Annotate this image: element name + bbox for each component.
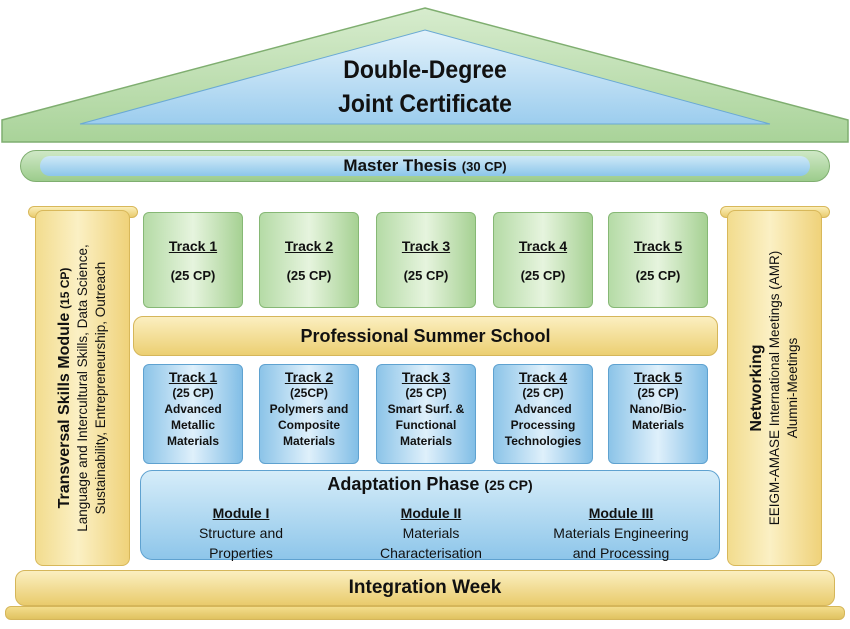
module-title: Module III [588, 505, 654, 521]
upper-track-column: Track 4 (25 CP) [493, 212, 593, 308]
networking-line1: EEIGM-AMASE International Meetings (AMR) [766, 250, 782, 526]
module-block: Module I Structure and Properties [151, 503, 331, 563]
lower-track-column: Track 2 (25CP) Polymers and Composite Ma… [259, 364, 359, 464]
track-title: Track 5 [633, 369, 683, 385]
module-desc: Characterisation [380, 545, 482, 561]
track-title: Track 2 [284, 369, 334, 385]
adaptation-phase: Adaptation Phase (25 CP) Module I Struct… [140, 470, 720, 563]
track-title: Track 5 [633, 237, 683, 254]
track-cp: (25CP) [289, 386, 328, 400]
track-desc: Smart Surf. & [387, 402, 465, 416]
networking-pillar: Networking EEIGM-AMASE International Mee… [727, 210, 822, 566]
track-desc: Nano/Bio- [629, 402, 687, 416]
module-title: Module II [400, 505, 462, 521]
networking-title: Networking [747, 344, 765, 432]
track-desc: Metallic [170, 418, 215, 432]
module-desc: Materials [402, 525, 460, 541]
track-title: Track 1 [168, 237, 218, 254]
module-desc: and Processing [572, 545, 670, 561]
professional-summer-school: Professional Summer School [133, 316, 718, 356]
roof-pediment [1, 7, 849, 143]
track-desc: Technologies [504, 434, 582, 448]
track-desc: Advanced [164, 402, 222, 416]
track-desc: Polymers and [269, 402, 349, 416]
track-desc: Advanced [514, 402, 572, 416]
module-block: Module II Materials Characterisation [341, 503, 521, 563]
track-cp: (25 CP) [405, 386, 447, 400]
track-cp: (25 CP) [520, 267, 566, 283]
track-title: Track 1 [168, 369, 218, 385]
upper-track-column: Track 2 (25 CP) [259, 212, 359, 308]
integration-week: Integration Week [15, 570, 835, 606]
track-cp: (25 CP) [637, 386, 679, 400]
track-desc: Composite [277, 418, 340, 432]
track-title: Track 3 [401, 237, 451, 254]
track-cp: (25 CP) [403, 267, 449, 283]
adaptation-title: Adaptation Phase [327, 474, 480, 494]
lower-track-column: Track 3 (25 CP) Smart Surf. & Functional… [376, 364, 476, 464]
transversal-skills-cp: (15 CP) [57, 267, 72, 309]
module-desc: Structure and [198, 525, 284, 541]
track-cp: (25 CP) [635, 267, 681, 283]
track-title: Track 3 [401, 369, 451, 385]
foundation-step [5, 606, 845, 620]
upper-track-column: Track 1 (25 CP) [143, 212, 243, 308]
track-title: Track 2 [284, 237, 334, 254]
track-cp: (25 CP) [286, 267, 332, 283]
master-thesis-label: Master Thesis [343, 156, 457, 175]
track-desc: Materials [166, 434, 220, 448]
module-block: Module III Materials Engineering and Pro… [531, 503, 711, 563]
track-desc: Materials [631, 418, 685, 432]
transversal-skills-line2: Sustainability, Entrepreneurship, Outrea… [92, 261, 108, 515]
module-desc: Materials Engineering [553, 525, 689, 541]
upper-track-column: Track 3 (25 CP) [376, 212, 476, 308]
lower-track-column: Track 1 (25 CP) Advanced Metallic Materi… [143, 364, 243, 464]
transversal-skills-title: Transversal Skills Module [55, 312, 73, 509]
track-title: Track 4 [518, 369, 568, 385]
module-title: Module I [212, 505, 270, 521]
adaptation-cp: (25 CP) [484, 477, 533, 493]
master-thesis-cp: (30 CP) [461, 158, 507, 174]
track-desc: Materials [282, 434, 336, 448]
track-title: Track 4 [518, 237, 568, 254]
networking-line2: Alumni-Meetings [784, 337, 800, 439]
roof-title-line2: Joint Certificate [338, 90, 512, 118]
track-cp: (25 CP) [172, 386, 214, 400]
master-thesis: Master Thesis (30 CP) [40, 156, 810, 176]
track-cp: (25 CP) [170, 267, 216, 283]
lower-track-column: Track 5 (25 CP) Nano/Bio- Materials [608, 364, 708, 464]
transversal-skills-line1: Language and Intercultural Skills, Data … [74, 244, 90, 532]
module-desc: Properties [209, 545, 273, 561]
track-desc: Functional [395, 418, 457, 432]
integration-week-label: Integration Week [348, 577, 502, 598]
summer-school-label: Professional Summer School [300, 325, 551, 346]
roof-title-line1: Double-Degree [343, 56, 507, 84]
track-cp: (25 CP) [522, 386, 564, 400]
lower-track-column: Track 4 (25 CP) Advanced Processing Tech… [493, 364, 593, 464]
transversal-skills-pillar: Transversal Skills Module (15 CP) Langua… [35, 210, 130, 566]
upper-track-column: Track 5 (25 CP) [608, 212, 708, 308]
track-desc: Materials [399, 434, 453, 448]
track-desc: Processing [510, 418, 576, 432]
